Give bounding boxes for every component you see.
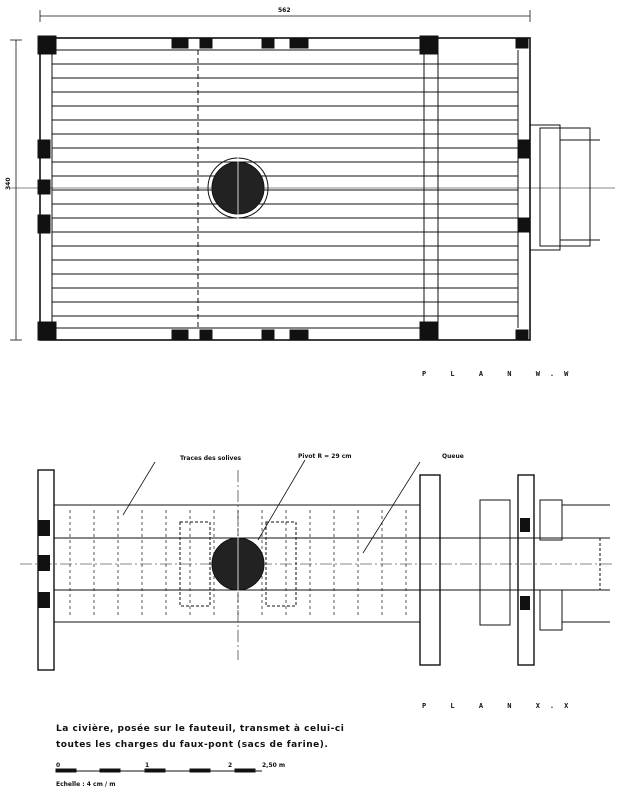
scale-label: Echelle : 4 cm / m [56, 781, 115, 788]
scale-tick-0: 0 [56, 762, 60, 769]
plan-top-pivot [207, 150, 269, 226]
scale-tick-1: 1 [145, 762, 149, 769]
caption-line-1: La civière, posée sur le fauteuil, trans… [56, 724, 345, 734]
plan-bottom-pivot [211, 536, 265, 592]
plan-bottom-title: P L A N X.X [422, 702, 578, 710]
label-traces-des-solives: Traces des solives [180, 455, 242, 462]
caption-line-2: toutes les charges du faux-pont (sacs de… [56, 740, 329, 750]
plan-top [10, 10, 615, 341]
scale-tick-2: 2 [228, 762, 232, 769]
plan-top-posts [37, 35, 531, 341]
plan-top-title: P L A N W.W [422, 370, 578, 378]
label-pivot: Pivot R = 29 cm [298, 453, 352, 460]
plan-top-width-dimension: 562 [278, 7, 291, 14]
scale-tick-end: 2,50 m [262, 762, 285, 769]
scale-bar [55, 768, 262, 773]
plan-bottom-blocks [38, 518, 530, 610]
plan-top-height-dimension: 340 [5, 177, 12, 190]
plan-bottom [20, 459, 615, 671]
label-queue: Queue [442, 453, 464, 460]
